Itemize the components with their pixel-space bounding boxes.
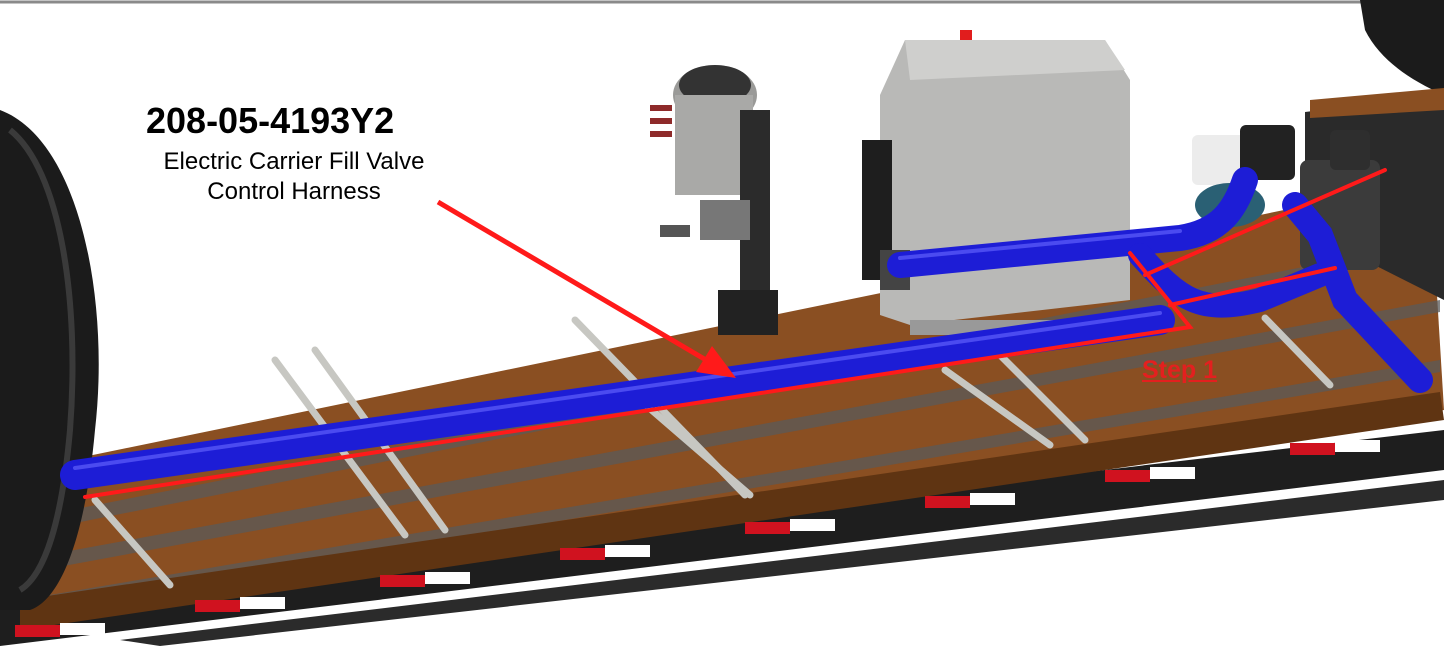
tie-down-rails xyxy=(91,314,1334,589)
trailer-frame xyxy=(0,430,1444,646)
callout-arrow xyxy=(436,199,736,378)
harness-route xyxy=(83,168,1387,499)
part-number-label: 208-05-4193Y2 xyxy=(146,100,395,141)
generator-box-icon xyxy=(862,30,1130,335)
deck-edge xyxy=(20,392,1444,630)
blue-pipes xyxy=(60,167,1433,490)
fuel-valve-column-icon xyxy=(650,65,778,335)
part-description: Electric Carrier Fill Valve Control Harn… xyxy=(104,147,484,207)
pipe-highlights xyxy=(73,229,1182,470)
rear-bulkhead-top xyxy=(1310,88,1444,118)
part-description-line-2: Control Harness xyxy=(207,178,381,205)
side-reflectors xyxy=(15,440,1380,637)
right-fender xyxy=(1360,0,1444,95)
deck-strip xyxy=(20,300,1440,574)
tire-tread xyxy=(8,127,76,593)
part-description-line-1: Electric Carrier Fill Valve xyxy=(163,148,425,175)
step-label: Step 1 xyxy=(1142,356,1218,384)
trailer-frame-lower xyxy=(120,480,1444,646)
